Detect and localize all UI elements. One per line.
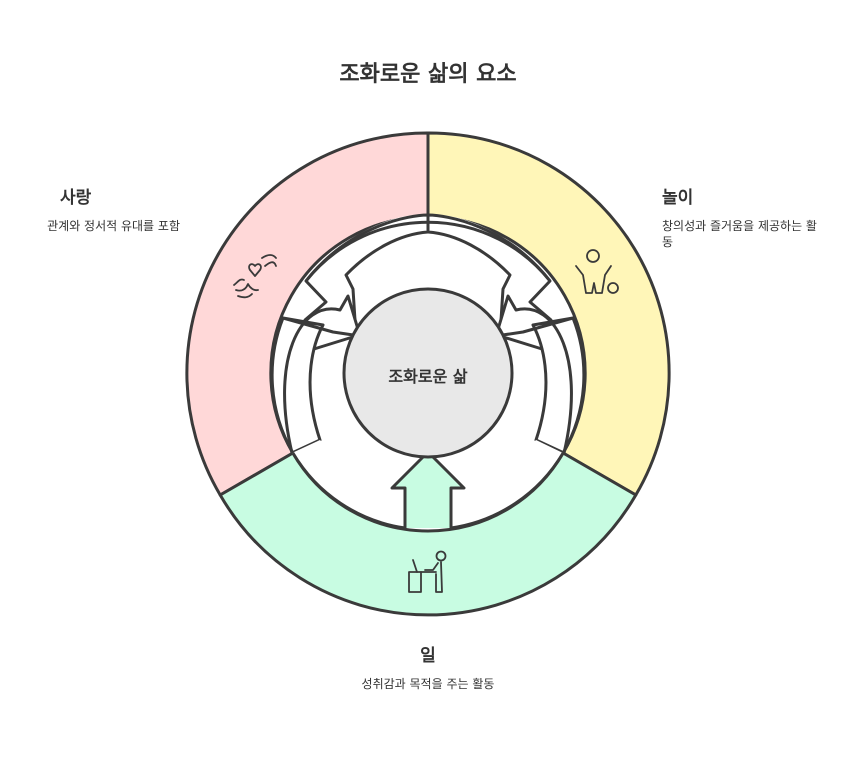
inner-arc-bottom-right (450, 452, 565, 530)
arrow-right (494, 294, 575, 455)
hands-heart-icon (233, 254, 277, 299)
inner-arc-bottom-left (291, 452, 406, 530)
play-title: 놀이 (662, 188, 694, 208)
inner-arc-top (304, 220, 552, 282)
work-title: 일 (420, 646, 436, 666)
inner-arc-right (561, 317, 586, 454)
diagram-title: 조화로운 삶의 요소 (339, 62, 517, 87)
segment-play (426, 131, 671, 497)
inner-arc-left (270, 317, 295, 454)
center-circle (342, 287, 514, 459)
play-description: 창의성과 즐거움을 제공하는 활동 (662, 219, 817, 249)
love-title: 사랑 (60, 188, 92, 208)
arrow-left (281, 294, 362, 455)
playing-child-icon (575, 249, 619, 294)
work-description: 성취감과 목적을 주는 활동 (361, 677, 495, 691)
love-description: 관계와 정서적 유대를 포함 (47, 219, 180, 233)
center-label: 조화로운 삶 (388, 367, 468, 386)
segment-love (185, 131, 430, 497)
person-at-desk-icon (408, 550, 447, 593)
arrow-bottom (292, 440, 563, 528)
